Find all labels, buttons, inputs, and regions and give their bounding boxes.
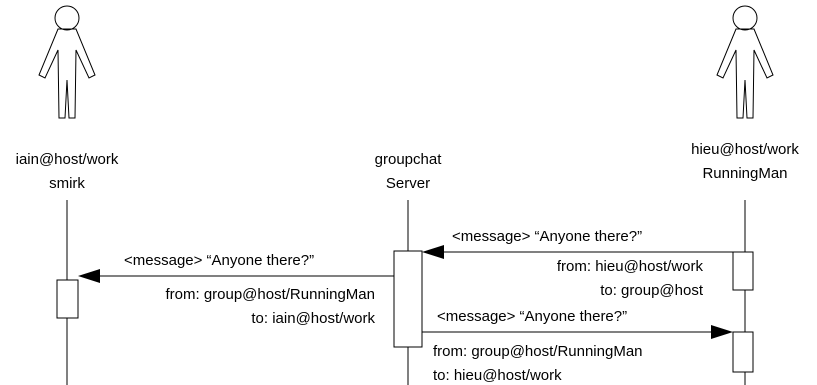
activation-left <box>56 279 79 319</box>
message-3-from: from: group@host/RunningMan <box>433 343 643 360</box>
actor-right-icon <box>716 5 774 119</box>
message-3-to: to: hieu@host/work <box>433 367 562 384</box>
message-2-label: <message> “Anyone there?” <box>124 252 314 269</box>
participant-center-nick: Server <box>386 175 430 192</box>
activation-center <box>393 250 423 348</box>
message-1-to: to: group@host <box>600 282 704 299</box>
message-1-from: from: hieu@host/work <box>557 258 704 275</box>
message-2-from: from: group@host/RunningMan <box>165 286 375 303</box>
actor-left-icon <box>38 5 96 119</box>
arrowhead-3-icon <box>711 325 733 339</box>
arrowhead-2-icon <box>78 269 100 283</box>
message-2-to: to: iain@host/work <box>251 310 375 327</box>
participant-right-nick: RunningMan <box>702 165 787 182</box>
activation-right-1 <box>732 251 754 291</box>
message-3-label: <message> “Anyone there?” <box>437 308 627 325</box>
participant-center-name: groupchat <box>375 151 443 168</box>
participant-right-name: hieu@host/work <box>691 141 799 158</box>
activation-right-2 <box>732 331 754 373</box>
message-1-label: <message> “Anyone there?” <box>452 228 642 245</box>
arrowhead-1-icon <box>422 245 444 259</box>
participant-left-nick: smirk <box>49 175 85 192</box>
participant-left-name: iain@host/work <box>16 151 119 168</box>
